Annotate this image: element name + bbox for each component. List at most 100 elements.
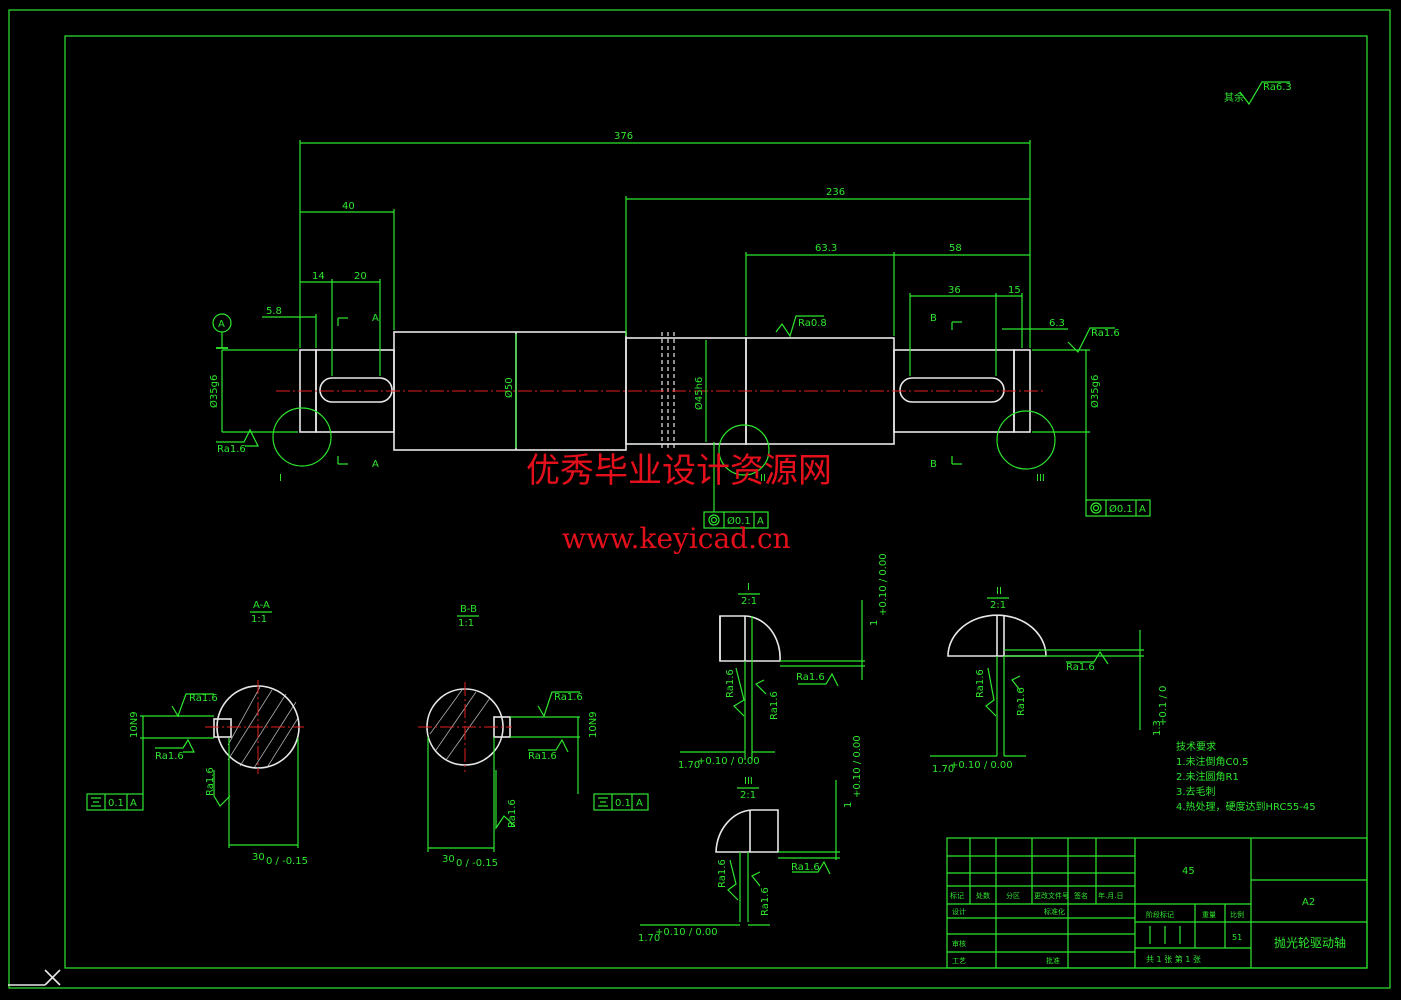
label-views-d1-ra3: Ra1.6 bbox=[769, 691, 780, 720]
label-views-d3-scale: 2:1 bbox=[740, 790, 756, 801]
roughness-left-bottom: Ra1.6 bbox=[216, 428, 259, 455]
detail-ii: II 2:1 1.3 +0.1 / 0 Ra1.6 Ra1.6 Ra1.6 1.… bbox=[930, 586, 1169, 775]
label-roughness_default-prefix: 其余 bbox=[1224, 91, 1244, 104]
label-datum-label: A bbox=[218, 319, 225, 330]
label-views-d2-dim_v: 1.3 bbox=[1152, 720, 1163, 736]
label-views-bb-ra1: Ra1.6 bbox=[554, 692, 583, 703]
label-views-bb-dim_w: 30 bbox=[442, 854, 455, 865]
label-tech_req-items-2: 3.去毛刺 bbox=[1176, 786, 1216, 798]
label-views-d2-dim: 1.70 bbox=[932, 764, 954, 775]
label-views-d1-ra2: Ra1.6 bbox=[725, 669, 736, 698]
label-views-d3-ra1: Ra1.6 bbox=[791, 862, 820, 873]
label-views-d2-tol: +0.10 / 0.00 bbox=[950, 760, 1013, 771]
label-views-aa-scale: 1:1 bbox=[251, 614, 267, 625]
label-title_block-process: 工艺 bbox=[952, 957, 966, 965]
label-roughness-right_top: Ra1.6 bbox=[1091, 328, 1120, 339]
label-views-aa-flat: 0.1 bbox=[108, 798, 124, 809]
label-dims-d63: 63.3 bbox=[815, 243, 837, 254]
inner-border bbox=[64, 35, 1368, 969]
label-views-aa-ra2: Ra1.6 bbox=[155, 751, 184, 762]
outer-border bbox=[8, 9, 1391, 989]
label-views-bb-dim_h: 10N9 bbox=[588, 711, 599, 738]
label-dims-d36: 36 bbox=[948, 285, 961, 296]
label-dims-d20: 20 bbox=[354, 271, 367, 282]
label-views-aa-ra3: Ra1.6 bbox=[205, 767, 216, 796]
label-dims-d58: 58 bbox=[949, 243, 962, 254]
section-labels: A A B B I II III bbox=[279, 313, 1045, 484]
label-title_block-col_count: 处数 bbox=[976, 891, 990, 900]
label-dims-d15: 15 bbox=[1008, 285, 1021, 296]
label-views-d1-title: I bbox=[747, 582, 750, 593]
label-title_block-scale_val: 51 bbox=[1232, 933, 1242, 942]
default-roughness-symbol: 其余 Ra6.3 bbox=[1224, 81, 1292, 106]
label-views-d3-dim_v: 1 bbox=[843, 802, 854, 808]
label-views-aa-dim_h: 10N9 bbox=[129, 711, 140, 738]
label-section_marks-b: B bbox=[930, 459, 937, 470]
tolerance-frame-mid: Ø0.1 A bbox=[703, 442, 769, 529]
label-dims-dia_left: Ø35g6 bbox=[208, 375, 220, 408]
label-views-bb-ra3: Ra1.6 bbox=[507, 799, 518, 828]
watermark-url: www.keyicad.cn bbox=[562, 522, 791, 555]
label-views-d1-tol: +0.10 / 0.00 bbox=[697, 756, 760, 767]
label-tolerances-ref: A bbox=[1139, 504, 1146, 515]
label-dims-d58_8: 5.8 bbox=[266, 306, 282, 317]
label-views-aa-title: A-A bbox=[253, 600, 270, 611]
detail-i: I 2:1 1 +0.10 / 0.00 Ra1.6 Ra1.6 Ra1.6 1… bbox=[678, 553, 889, 771]
label-tech_req-items-3: 4.热处理，硬度达到HRC55-45 bbox=[1176, 800, 1316, 813]
label-views-bb-flat: 0.1 bbox=[615, 798, 631, 809]
label-views-bb-ra2: Ra1.6 bbox=[528, 751, 557, 762]
detail-iii: III 2:1 1 +0.10 / 0.00 Ra1.6 Ra1.6 Ra1.6… bbox=[638, 735, 863, 944]
technical-requirements: 技术要求 1.未注倒角C0.5 2.未注圆角R1 3.去毛刺 4.热处理，硬度达… bbox=[1176, 740, 1316, 813]
label-title_block-col_docno: 更改文件号 bbox=[1034, 891, 1069, 900]
label-views-d3-dim: 1.70 bbox=[638, 933, 660, 944]
label-views-bb-title: B-B bbox=[460, 604, 477, 615]
label-dims-dia_45: Ø45h6 bbox=[693, 377, 705, 410]
dimension-texts: 376 40 236 14 20 5.8 63.3 58 36 15 6.3 Ø… bbox=[208, 131, 1101, 410]
label-dims-d236: 236 bbox=[826, 187, 845, 198]
label-roughness-main_top: Ra0.8 bbox=[798, 318, 827, 329]
label-section_marks-ii: II bbox=[760, 473, 766, 484]
label-dims-d14: 14 bbox=[312, 271, 325, 282]
label-title_block-sheet: A2 bbox=[1302, 897, 1315, 908]
label-views-d3-tol: +0.10 / 0.00 bbox=[655, 927, 718, 938]
label-views-aa-ref: A bbox=[130, 798, 137, 809]
label-dims-overall: 376 bbox=[614, 131, 633, 142]
label-dims-d40: 40 bbox=[342, 201, 355, 212]
label-views-bb-dim_tol: 0 / -0.15 bbox=[456, 858, 498, 869]
label-views-bb-scale: 1:1 bbox=[458, 618, 474, 629]
label-tech_req-items-0: 1.未注倒角C0.5 bbox=[1176, 755, 1248, 768]
label-section_marks-iii: III bbox=[1036, 473, 1045, 484]
label-roughness_default-value: Ra6.3 bbox=[1263, 82, 1292, 93]
label-title_block-col_mark: 标记 bbox=[950, 891, 964, 900]
datum-a-symbol: A bbox=[212, 313, 232, 349]
label-tech_req-title: 技术要求 bbox=[1176, 740, 1216, 753]
watermark-cn: 优秀毕业设计资源网 bbox=[526, 451, 832, 491]
label-section_marks-i: I bbox=[279, 473, 282, 484]
label-views-aa-dim_tol: 0 / -0.15 bbox=[266, 856, 308, 867]
roughness-right-top: Ra1.6 bbox=[1067, 327, 1120, 354]
label-section_marks-b: B bbox=[930, 313, 937, 324]
label-section_marks-a: A bbox=[372, 459, 379, 470]
label-views-d2-tol_v: +0.1 / 0 bbox=[1158, 686, 1169, 726]
label-views-d3-ra3: Ra1.6 bbox=[760, 887, 771, 916]
label-tolerances-coax_mid: Ø0.1 bbox=[727, 515, 751, 527]
label-title_block-col_zone: 分区 bbox=[1006, 891, 1020, 900]
roughness-main-top: Ra0.8 bbox=[775, 315, 827, 338]
label-views-d3-ra2: Ra1.6 bbox=[717, 859, 728, 888]
label-title_block-review: 审核 bbox=[952, 939, 966, 948]
label-views-d3-title: III bbox=[744, 776, 753, 787]
section-arrows bbox=[337, 317, 962, 465]
label-roughness-left_bottom: Ra1.6 bbox=[217, 444, 246, 455]
dimension-lines bbox=[221, 140, 1090, 502]
label-views-d2-ra3: Ra1.6 bbox=[1016, 687, 1027, 716]
label-views-d1-scale: 2:1 bbox=[741, 596, 757, 607]
label-views-bb-ref: A bbox=[636, 798, 643, 809]
label-section_marks-a: A bbox=[372, 313, 379, 324]
label-views-d3-tol_v: +0.10 / 0.00 bbox=[852, 735, 863, 798]
label-views-d2-title: II bbox=[996, 586, 1002, 597]
detail-circles bbox=[272, 407, 1056, 476]
label-title_block-col_sign: 签名 bbox=[1074, 891, 1088, 900]
label-views-d2-ra1: Ra1.6 bbox=[1066, 662, 1095, 673]
